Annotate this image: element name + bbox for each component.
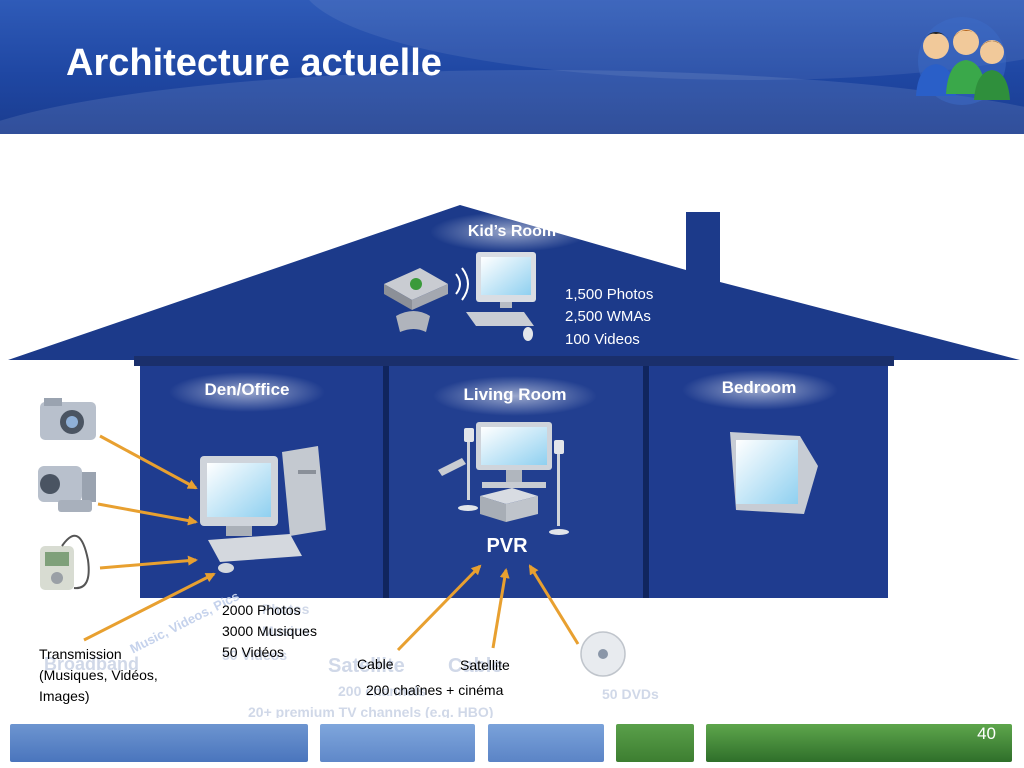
kids-room-stat: 2,500 WMAs xyxy=(565,308,651,325)
transmission-detail: (Musiques, Vidéos, xyxy=(39,667,158,683)
room-label-living-room: Living Room xyxy=(464,385,567,404)
pvr-box-icon xyxy=(480,488,538,522)
ghost-label-cable: Cable xyxy=(448,655,502,677)
camera-icon xyxy=(40,398,96,440)
slide-title: Architecture actuelle xyxy=(66,42,442,84)
room-label-den-office: Den/Office xyxy=(204,380,289,399)
arrow-camcorder-to-computer xyxy=(97,502,198,526)
dvd-disc-icon xyxy=(580,631,626,677)
footer-bar xyxy=(488,724,604,762)
ghost-label-channels: 200 channels xyxy=(338,683,426,699)
den-musiques-count: 3000 Musiques xyxy=(222,623,317,639)
room-glow xyxy=(169,372,325,412)
den-videos-count: 50 Vidéos xyxy=(222,644,285,660)
ghost-label-satellite: Satellite xyxy=(328,655,405,677)
transmission-detail: Images) xyxy=(39,688,90,704)
page-number: 40 xyxy=(977,724,996,743)
room-label-bedroom: Bedroom xyxy=(722,378,797,397)
kids-room-stat: 100 Videos xyxy=(565,331,640,348)
ghost-label-broadband: Broadband xyxy=(44,654,139,674)
channels-label: 200 chaînes + cinéma xyxy=(366,682,504,698)
footer-bar xyxy=(10,724,308,762)
arrow-player-to-computer xyxy=(99,555,198,570)
bedroom-tv-icon xyxy=(730,432,818,514)
ghost-label-dvds: 50 DVDs xyxy=(602,686,659,702)
footer-bar xyxy=(616,724,694,762)
arrow-broadband-to-computer xyxy=(83,572,216,642)
pvr-label: PVR xyxy=(486,535,528,557)
arrow-cable-to-pvr xyxy=(396,564,482,652)
slide-footer xyxy=(0,718,1024,768)
arrow-dvd-to-pvr xyxy=(528,564,580,645)
satellite-label: Satellite xyxy=(460,657,510,673)
room-glow xyxy=(430,212,590,252)
living-room-tv-icon xyxy=(476,422,552,488)
room-glow xyxy=(682,370,838,410)
game-console-icon xyxy=(384,267,469,332)
speaker-icon xyxy=(458,428,569,535)
cable-label: Cable xyxy=(357,656,394,672)
kids-room-stat: 1,500 Photos xyxy=(565,286,653,303)
camcorder-icon xyxy=(38,466,96,512)
footer-bar xyxy=(320,724,475,762)
desktop-computer-icon xyxy=(200,446,326,573)
connection-arrows xyxy=(83,434,580,652)
media-player-icon xyxy=(40,534,90,590)
ghost-label-musics: Musics xyxy=(262,623,310,639)
room-label-kids-room: Kid’s Room xyxy=(468,223,556,240)
ghost-label-videos: 50 Videos xyxy=(222,647,287,663)
arrow-camera-to-computer xyxy=(99,434,198,490)
den-photos-count: 2000 Photos xyxy=(222,602,301,618)
footer-bar xyxy=(706,724,1012,762)
room-glow xyxy=(433,376,597,416)
transmission-label: Transmission xyxy=(39,646,122,662)
remote-control-icon xyxy=(438,458,466,476)
kids-computer-icon xyxy=(466,252,536,341)
people-group-icon xyxy=(916,17,1010,105)
ghost-label-premium: 20+ premium TV channels (e.g. HBO) xyxy=(248,704,493,720)
ghost-label-photos: Photos xyxy=(262,601,310,617)
slide-header xyxy=(0,0,1024,134)
arrow-satellite-to-pvr xyxy=(491,568,510,649)
